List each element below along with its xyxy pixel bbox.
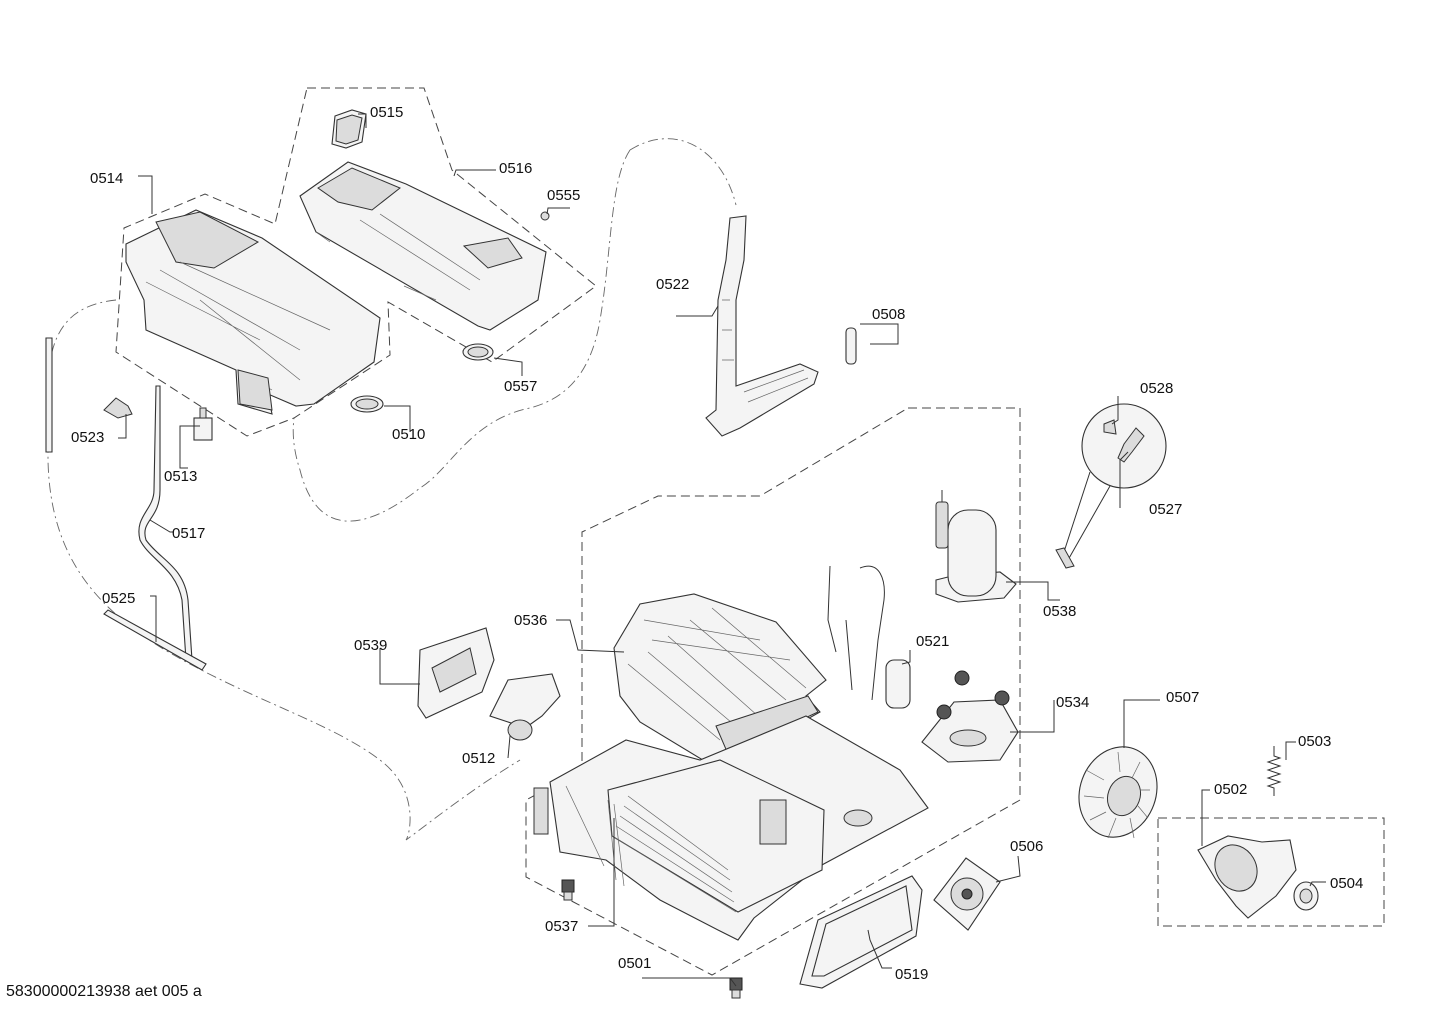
part-0510-inner — [355, 398, 379, 410]
part-0536-shape — [613, 593, 827, 769]
label-0519[interactable]: 0519 — [895, 966, 929, 983]
part-0522-shape — [705, 215, 819, 437]
part-0503-shape — [1266, 746, 1282, 796]
label-0516[interactable]: 0516 — [499, 160, 533, 177]
label-0525[interactable]: 0525 — [102, 590, 136, 607]
refrigerant-pipes-shape — [827, 565, 885, 701]
pump-hose-route — [292, 138, 737, 522]
part-0506-shape — [933, 857, 1001, 931]
label-0503[interactable]: 0503 — [1298, 733, 1332, 750]
label-0537[interactable]: 0537 — [545, 918, 579, 935]
group-outline-motor — [1157, 817, 1385, 927]
label-0515[interactable]: 0515 — [370, 104, 404, 121]
label-0507[interactable]: 0507 — [1166, 689, 1200, 706]
detail-leader — [1061, 471, 1111, 561]
part-0514-shape — [125, 209, 381, 415]
label-0555[interactable]: 0555 — [547, 187, 581, 204]
label-0538[interactable]: 0538 — [1043, 603, 1077, 620]
group-outline-water-container — [115, 87, 597, 437]
part-0508-shape — [845, 327, 857, 365]
label-0514[interactable]: 0514 — [90, 170, 124, 187]
part-0525-shape — [103, 609, 207, 671]
part-0519-shape — [799, 875, 923, 989]
label-0517[interactable]: 0517 — [172, 525, 206, 542]
part-0537-small-plate — [533, 787, 549, 835]
label-0557[interactable]: 0557 — [504, 378, 538, 395]
label-0522[interactable]: 0522 — [656, 276, 690, 293]
part-0502-shape — [1197, 835, 1297, 919]
part-0557-inner — [467, 346, 489, 358]
part-0507-shape — [1078, 746, 1158, 839]
part-0537-shape — [561, 879, 575, 901]
label-0534[interactable]: 0534 — [1056, 694, 1090, 711]
part-0523-shape — [103, 397, 133, 419]
part-0521-shape — [885, 659, 911, 709]
drawing-id-text: 58300000213938 aet 005 a — [6, 983, 202, 1000]
part-0527-shape — [1117, 427, 1145, 463]
label-0504[interactable]: 0504 — [1330, 875, 1364, 892]
part-0515-shape — [331, 109, 367, 149]
drain-hose-segment — [45, 337, 53, 453]
part-0512-shape — [489, 673, 561, 741]
sensor-small-shape — [1055, 547, 1075, 569]
label-0528[interactable]: 0528 — [1140, 380, 1174, 397]
label-0513[interactable]: 0513 — [164, 468, 198, 485]
part-0534-shape — [921, 670, 1019, 763]
label-0527[interactable]: 0527 — [1149, 501, 1183, 518]
leader-lines — [118, 113, 1326, 987]
part-0538-shape — [935, 490, 1017, 603]
label-0508[interactable]: 0508 — [872, 306, 906, 323]
part-0501-shape — [729, 977, 743, 999]
label-0539[interactable]: 0539 — [354, 637, 388, 654]
part-0555-shape — [540, 211, 550, 221]
label-0523[interactable]: 0523 — [71, 429, 105, 446]
part-0513-shape — [193, 407, 213, 441]
label-0501[interactable]: 0501 — [618, 955, 652, 972]
base-frame-shape — [549, 715, 929, 941]
part-0539-shape — [417, 627, 495, 719]
part-0504-shape — [1293, 881, 1319, 911]
label-0510[interactable]: 0510 — [392, 426, 426, 443]
label-0502[interactable]: 0502 — [1214, 781, 1248, 798]
label-0512[interactable]: 0512 — [462, 750, 496, 767]
label-0506[interactable]: 0506 — [1010, 838, 1044, 855]
part-0517-shape — [138, 385, 193, 661]
label-0521[interactable]: 0521 — [916, 633, 950, 650]
part-0516-shape — [299, 161, 547, 331]
label-0536[interactable]: 0536 — [514, 612, 548, 629]
